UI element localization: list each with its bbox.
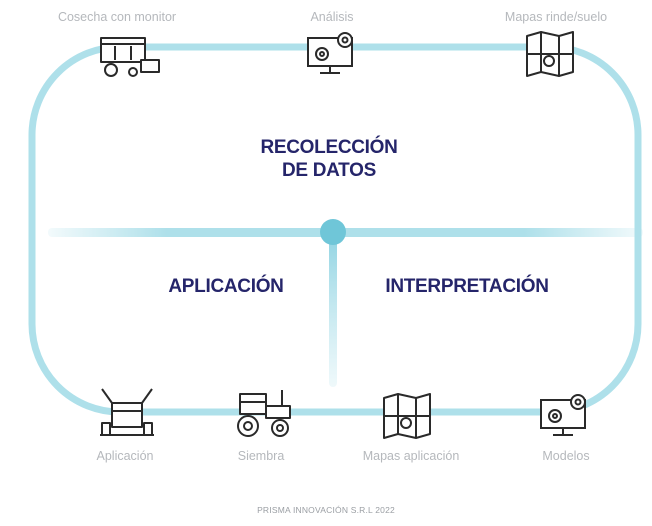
section-title-interpretacion: INTERPRETACIÓN (385, 276, 549, 297)
monitor-gears-icon (307, 32, 353, 74)
vertical-divider (329, 232, 337, 387)
section-title-recoleccion: RECOLECCIÓN DE DATOS (260, 136, 397, 182)
combine-harvester-icon (100, 37, 160, 77)
node-label-siembra: Siembra (237, 449, 285, 463)
field-map-icon (383, 393, 431, 439)
central-hub (320, 219, 346, 245)
node-label-mapas-rinde: Mapas rinde/suelo (504, 10, 608, 24)
node-label-cosecha: Cosecha con monitor (57, 10, 177, 24)
field-map-icon (526, 31, 574, 77)
section-title-aplicacion: APLICACIÓN (168, 276, 284, 297)
tractor-icon (237, 390, 291, 437)
section-title-recoleccion-line1: RECOLECCIÓN (260, 137, 398, 158)
footer-credit: PRISMA INNOVACIÓN S.R.L 2022 (257, 505, 395, 515)
sprayer-icon (100, 388, 154, 436)
node-label-mapas-aplicacion: Mapas aplicación (362, 449, 460, 463)
node-label-analisis: Análisis (310, 10, 354, 24)
section-title-recoleccion-line2: DE DATOS (281, 160, 377, 181)
node-label-aplicacion: Aplicación (96, 449, 154, 463)
node-label-modelos: Modelos (542, 449, 590, 463)
monitor-gears-icon (540, 394, 586, 436)
